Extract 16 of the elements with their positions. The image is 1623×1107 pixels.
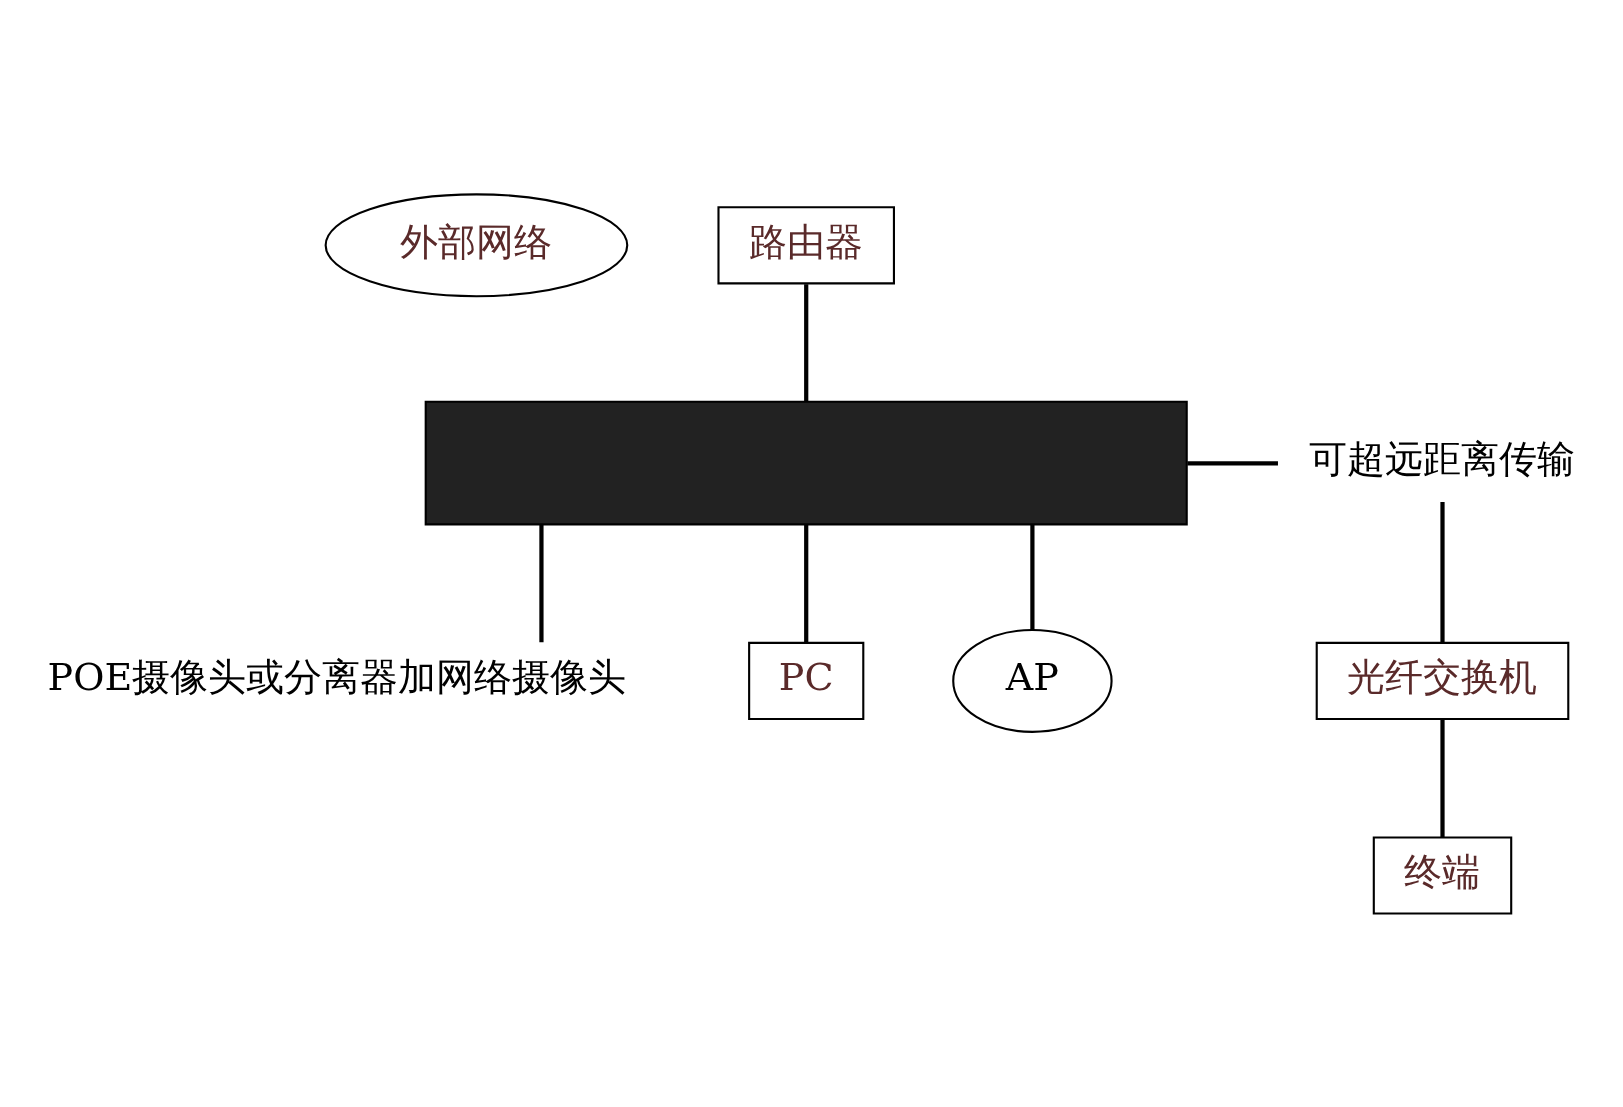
connector — [1187, 460, 1278, 465]
node-text: POE摄像头或分离器加网络摄像头 — [47, 654, 627, 699]
node-box: 终端 — [1372, 835, 1513, 915]
node-ellipse: 外部网络 — [324, 192, 629, 297]
connector — [1030, 524, 1035, 630]
connector — [804, 524, 809, 642]
node-box: PC — [748, 641, 865, 720]
connector — [804, 283, 809, 401]
connector — [1440, 718, 1445, 837]
node-text: 可超远距离传输 — [1309, 436, 1576, 481]
node-box — [424, 400, 1188, 525]
node-box: 光纤交换机 — [1315, 641, 1570, 720]
connector — [1440, 501, 1445, 642]
node-ellipse: AP — [952, 628, 1113, 733]
node-box: 路由器 — [717, 205, 895, 284]
connector — [539, 524, 544, 642]
